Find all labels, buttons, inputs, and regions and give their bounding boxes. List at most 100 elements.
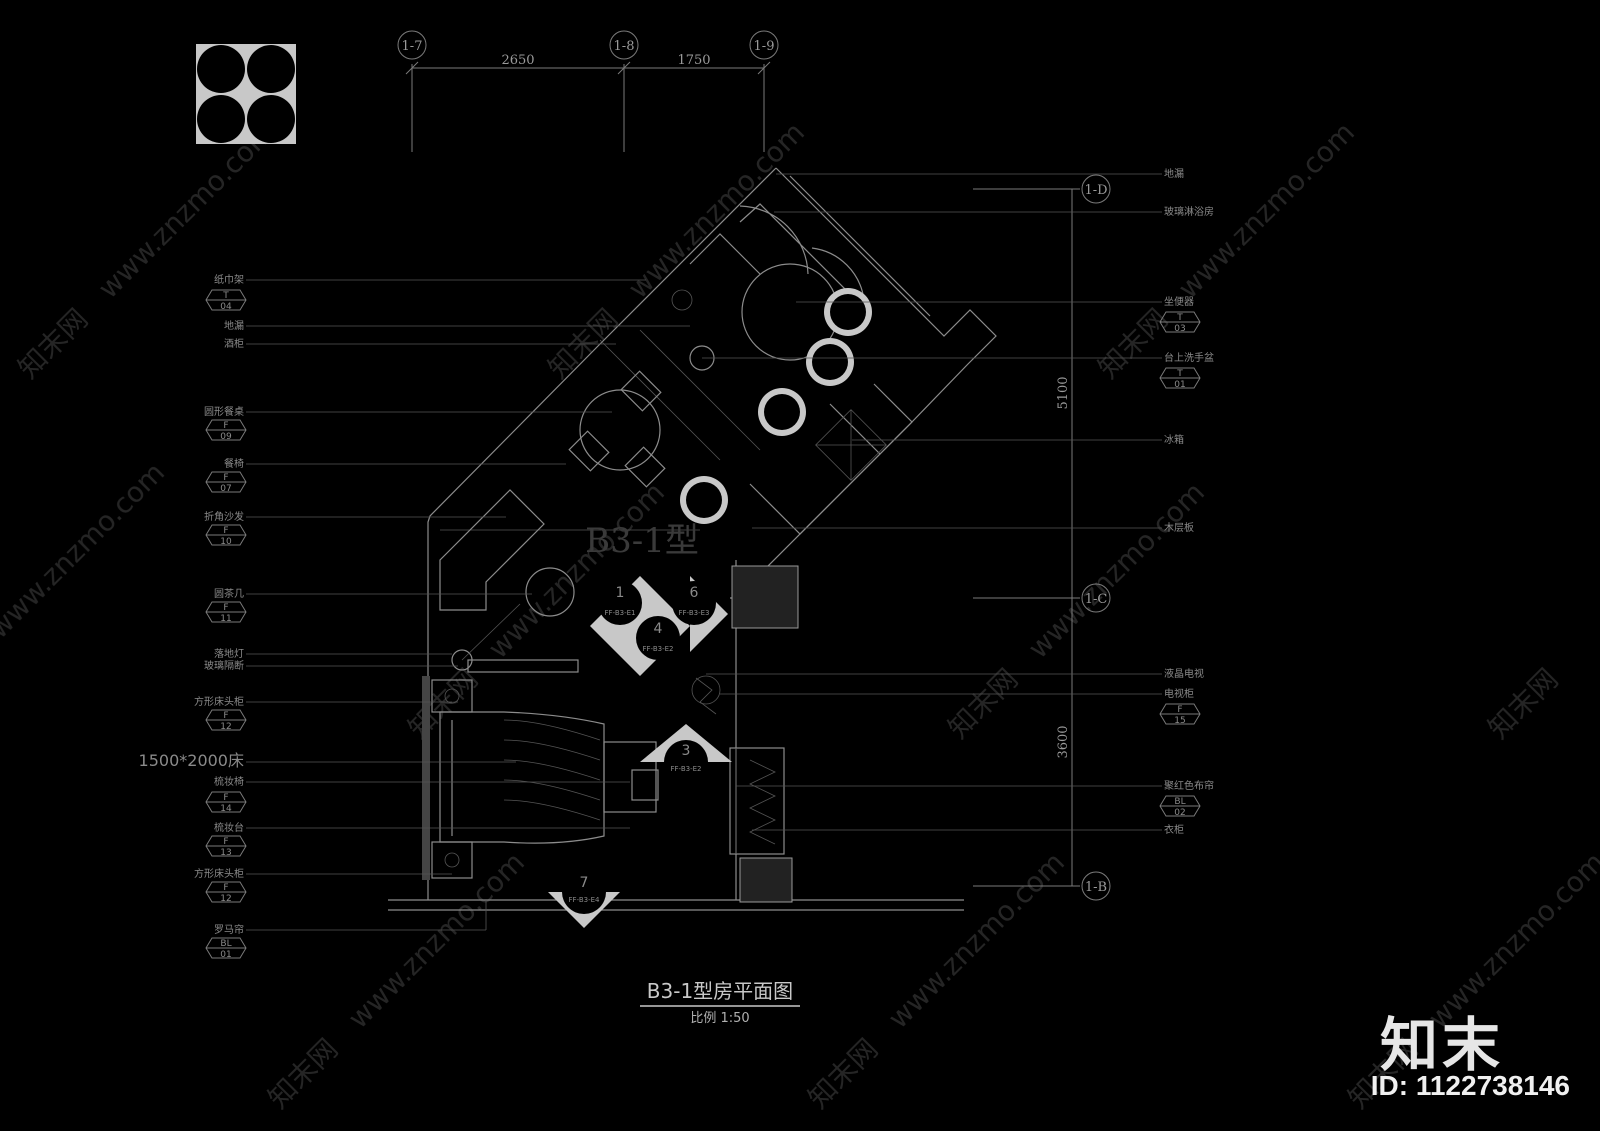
svg-text:梳妆椅: 梳妆椅	[214, 775, 244, 788]
grid-label: 1-C	[1085, 592, 1108, 607]
svg-text:落地灯: 落地灯	[214, 647, 244, 660]
svg-text:12: 12	[220, 722, 231, 732]
grid-label: 1-B	[1085, 880, 1107, 895]
elevation-tag-number: 3	[682, 743, 691, 759]
svg-text:圆茶几: 圆茶几	[214, 587, 244, 600]
svg-text:梳妆台: 梳妆台	[214, 821, 244, 834]
svg-text:www.znzmo.com: www.znzmo.com	[1022, 476, 1211, 665]
elevation-tag-number: 4	[654, 621, 663, 637]
svg-text:04: 04	[220, 302, 232, 312]
elevation-tag-code: FF-B3-E1	[605, 609, 636, 617]
svg-text:BL: BL	[1174, 797, 1185, 807]
dining-set	[568, 370, 666, 488]
key-plan-symbol	[196, 44, 296, 144]
svg-text:01: 01	[1174, 380, 1185, 390]
svg-text:知末网: 知末网	[12, 302, 95, 385]
svg-text:T: T	[1176, 313, 1183, 323]
grid-label: 1-7	[402, 39, 423, 54]
dimension-label: 5100	[1056, 376, 1071, 409]
svg-text:01: 01	[220, 950, 231, 960]
svg-text:方形床头柜: 方形床头柜	[194, 867, 244, 880]
elevation-tag-code: FF-B3-E2	[671, 765, 702, 773]
wardrobe	[729, 747, 785, 855]
grid-label: 1-8	[614, 39, 635, 54]
svg-text:知末网: 知末网	[1482, 662, 1565, 745]
dimension-label: 3600	[1056, 725, 1071, 758]
svg-text:知末网: 知末网	[942, 662, 1025, 745]
svg-text:餐椅: 餐椅	[224, 457, 244, 470]
svg-text:知末网: 知末网	[262, 1032, 345, 1115]
svg-text:知末网: 知末网	[802, 1032, 885, 1115]
svg-text:03: 03	[1174, 324, 1185, 334]
grid-bubble-1-C	[1081, 583, 1111, 613]
grid-bubble-1-9	[749, 30, 779, 60]
svg-text:13: 13	[220, 848, 231, 858]
grid-bubble-1-D	[1081, 174, 1111, 204]
grid-bubble-1-7	[397, 30, 427, 60]
svg-text:酒柜: 酒柜	[224, 337, 244, 350]
bed	[431, 679, 605, 879]
image-id: ID: 1122738146	[1370, 1070, 1570, 1101]
left-annotations: 纸巾架 地漏 酒柜 圆形餐桌 餐椅 折角沙发 圆茶几 落地灯 玻璃隔断 方形床头…	[139, 273, 690, 936]
svg-text:液晶电视: 液晶电视	[1164, 667, 1204, 680]
svg-text:T: T	[222, 291, 229, 301]
elevation-tag-code: FF-B3-E3	[679, 609, 710, 617]
drawing-title: B3-1型房平面图	[647, 979, 793, 1003]
svg-text:F: F	[223, 837, 228, 847]
elevation-tag-number: 6	[690, 585, 699, 601]
svg-text:F: F	[223, 473, 228, 483]
svg-text:玻璃隔断: 玻璃隔断	[204, 659, 244, 672]
svg-text:F: F	[223, 793, 228, 803]
svg-text:F: F	[223, 526, 228, 536]
vanity-desk	[603, 675, 721, 813]
svg-text:T: T	[1176, 369, 1183, 379]
elevation-tag-code: FF-B3-E4	[569, 896, 601, 904]
svg-text:知末网: 知末网	[542, 302, 625, 385]
right-annotations: 地漏 玻璃淋浴房 坐便器 台上洗手盆 冰箱 木层板 液晶电视 电视柜 聚红色布帘…	[702, 167, 1214, 836]
svg-text:地漏: 地漏	[224, 319, 244, 332]
svg-text:BL: BL	[220, 939, 231, 949]
grid-label: 1-9	[754, 39, 775, 54]
elevation-tag-number: 7	[580, 875, 589, 891]
svg-text:圆形餐桌: 圆形餐桌	[204, 405, 244, 418]
svg-text:11: 11	[220, 614, 231, 624]
elevation-index-markers: 1 FF-B3-E1 6 FF-B3-E3 4 FF-B3-E2 3 FF-B3…	[548, 288, 872, 928]
svg-text:罗马帘: 罗马帘	[214, 923, 244, 936]
grid-label: 1-D	[1084, 183, 1107, 198]
room-name: B3-1型	[585, 521, 699, 561]
svg-text:www.znzmo.com: www.znzmo.com	[882, 846, 1071, 1035]
svg-text:聚红色布帘: 聚红色布帘	[1164, 779, 1214, 792]
svg-text:台上洗手盆: 台上洗手盆	[1164, 351, 1214, 364]
drawing-scale: 比例 1:50	[690, 1011, 749, 1026]
svg-text:坐便器: 坐便器	[1164, 295, 1194, 308]
svg-text:www.znzmo.com: www.znzmo.com	[622, 116, 811, 305]
grid-bubble-1-8	[609, 30, 639, 60]
svg-text:15: 15	[1174, 716, 1185, 726]
svg-text:纸巾架: 纸巾架	[214, 273, 244, 286]
svg-text:F: F	[223, 711, 228, 721]
svg-text:木层板: 木层板	[1164, 521, 1194, 534]
svg-text:www.znzmo.com: www.znzmo.com	[0, 456, 171, 645]
grid-bubble-1-B	[1081, 871, 1111, 901]
svg-text:09: 09	[220, 432, 232, 442]
svg-text:12: 12	[220, 894, 231, 904]
elevation-tag-number: 1	[616, 585, 625, 601]
svg-text:F: F	[1177, 705, 1182, 715]
svg-text:折角沙发: 折角沙发	[204, 510, 244, 523]
svg-text:地漏: 地漏	[1164, 167, 1184, 180]
svg-text:知末网: 知末网	[1092, 302, 1175, 385]
elevation-tag-code: FF-B3-E2	[643, 645, 674, 653]
svg-text:电视柜: 电视柜	[1164, 687, 1194, 700]
bathroom-fixtures	[671, 205, 887, 481]
svg-text:冰箱: 冰箱	[1164, 433, 1184, 446]
svg-text:1500*2000床: 1500*2000床	[139, 751, 244, 770]
svg-text:方形床头柜: 方形床头柜	[194, 695, 244, 708]
svg-text:F: F	[223, 883, 228, 893]
svg-text:14: 14	[220, 804, 232, 814]
svg-text:玻璃淋浴房: 玻璃淋浴房	[1164, 205, 1214, 218]
right-grid-axes: 1-D 1-C 1-B 5100 3600	[973, 174, 1111, 901]
svg-text:10: 10	[220, 537, 232, 547]
